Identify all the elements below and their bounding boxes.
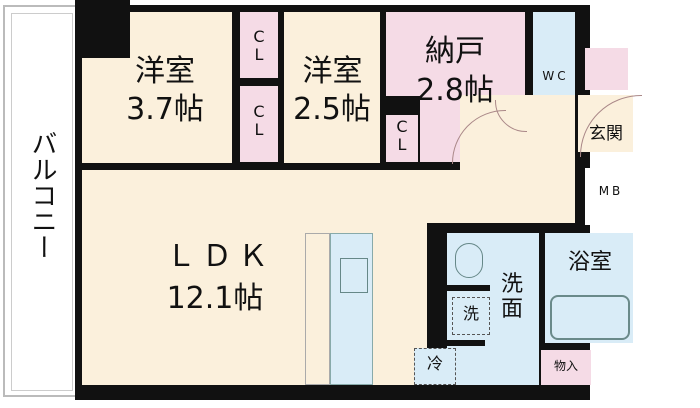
ldk-name: ＬＤＫ <box>166 239 274 274</box>
western2-name: 洋室 <box>302 54 363 89</box>
western1-name: 洋室 <box>135 54 195 89</box>
room-wc <box>533 12 575 95</box>
storage-room-name: 納戸 <box>425 34 485 69</box>
western2-size: 2.5帖 <box>293 92 371 127</box>
bathroom-label: 浴室 <box>567 250 612 275</box>
closet-storage <box>386 115 418 162</box>
closet-mid-label: CL <box>253 102 265 140</box>
washer-space <box>452 297 490 335</box>
ldk-size: 12.1帖 <box>166 281 264 316</box>
room-storage <box>386 12 525 96</box>
room-bathroom <box>545 233 633 343</box>
storage-room-size: 2.8帖 <box>416 73 494 108</box>
shoe-box <box>585 48 628 90</box>
washbasin-icon <box>455 243 483 278</box>
fridge-label: 冷 <box>426 354 443 373</box>
balcony <box>3 5 79 397</box>
room-ldk <box>82 170 427 385</box>
storage-label: 物入 <box>553 359 578 373</box>
washroom-label: 洗面 <box>500 272 523 323</box>
kitchen-counter <box>305 233 330 385</box>
mb-label: MB <box>598 184 624 198</box>
kitchen <box>330 233 373 385</box>
closet-top-label: CL <box>253 27 265 65</box>
sink-icon <box>340 258 368 293</box>
closet-mid <box>240 86 278 162</box>
western1-size: 3.7帖 <box>126 92 204 127</box>
closet-top <box>240 12 278 78</box>
bathtub-icon <box>550 295 630 340</box>
entrance-label: 玄関 <box>589 124 623 144</box>
closet-storage-label: CL <box>396 117 408 155</box>
wc-label: WC <box>542 69 569 83</box>
room-mb <box>585 168 635 225</box>
washer-label: 洗 <box>462 304 479 323</box>
balcony-label: バルコニー <box>27 130 57 260</box>
room-closet-storage <box>541 350 591 385</box>
room-western-2 <box>284 12 380 163</box>
fridge-space <box>414 348 456 385</box>
